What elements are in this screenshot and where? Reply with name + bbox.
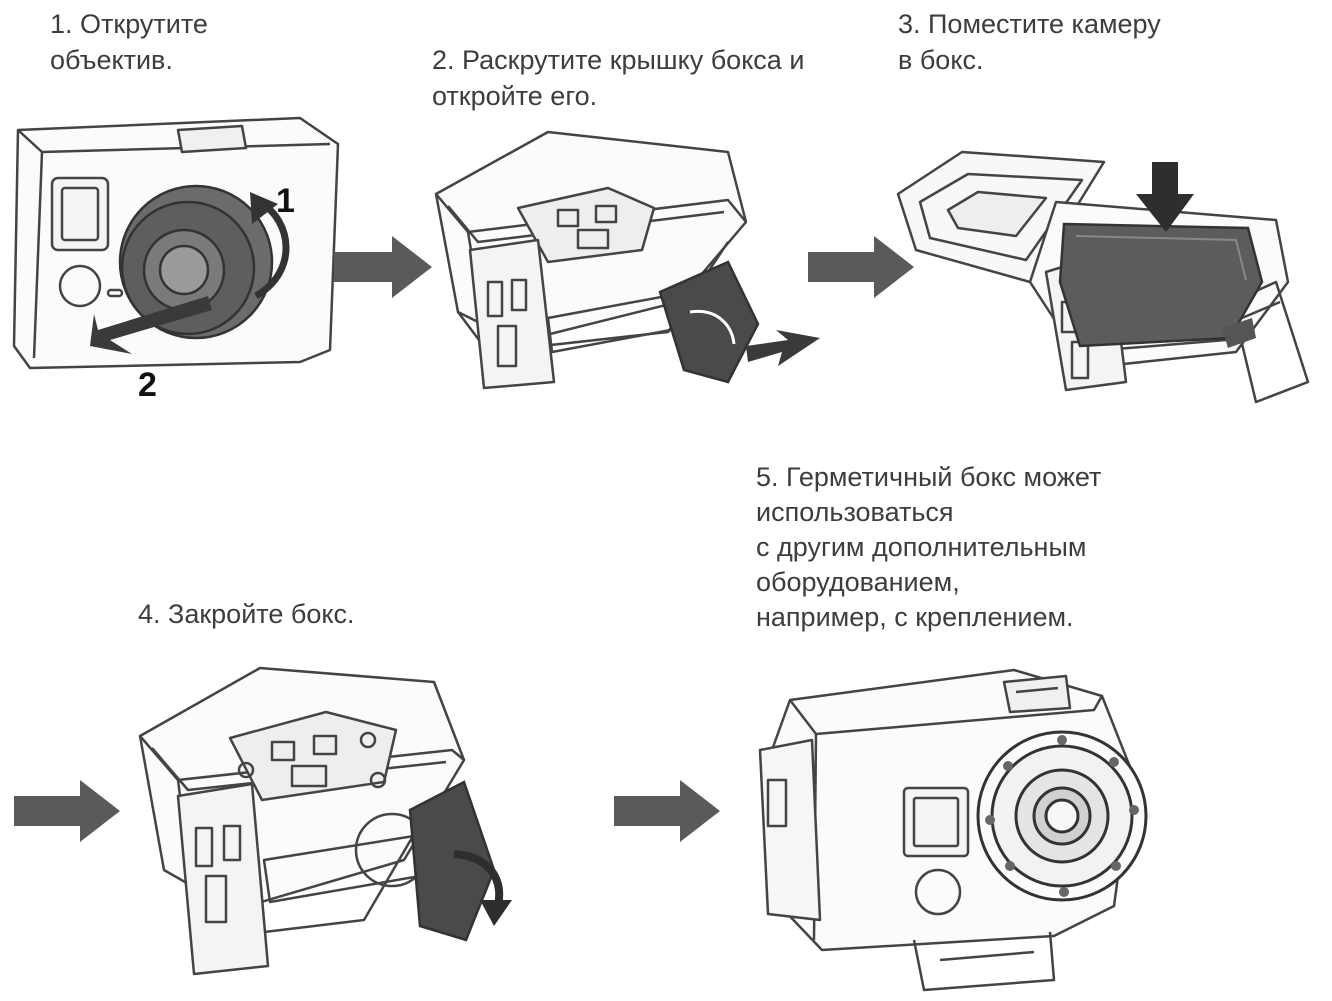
camera-illustration: 1 2 [12, 116, 340, 404]
step-1-caption: 1. Открутите объектив. [50, 9, 208, 75]
flow-arrow-icon [808, 236, 914, 298]
flow-arrow-icon [14, 780, 120, 842]
housing-closed-illustration [138, 666, 512, 976]
marker-2: 2 [138, 366, 157, 404]
step-4-caption: 4. Закройте бокс. [138, 599, 355, 629]
step-5-caption: 5. Герметичный бокс может использоваться… [756, 462, 1102, 632]
step-3-caption: 3. Поместите камеру в бокс. [898, 9, 1161, 75]
flow-arrow-icon [614, 780, 720, 842]
camera-in-housing-illustration [896, 150, 1310, 404]
housing-open-illustration [434, 130, 820, 390]
flow-arrow-icon [334, 236, 432, 298]
camera-with-mount-illustration [758, 668, 1148, 992]
step-2-caption: 2. Раскрутите крышку бокса и откройте ег… [432, 45, 805, 111]
marker-1: 1 [276, 182, 295, 220]
